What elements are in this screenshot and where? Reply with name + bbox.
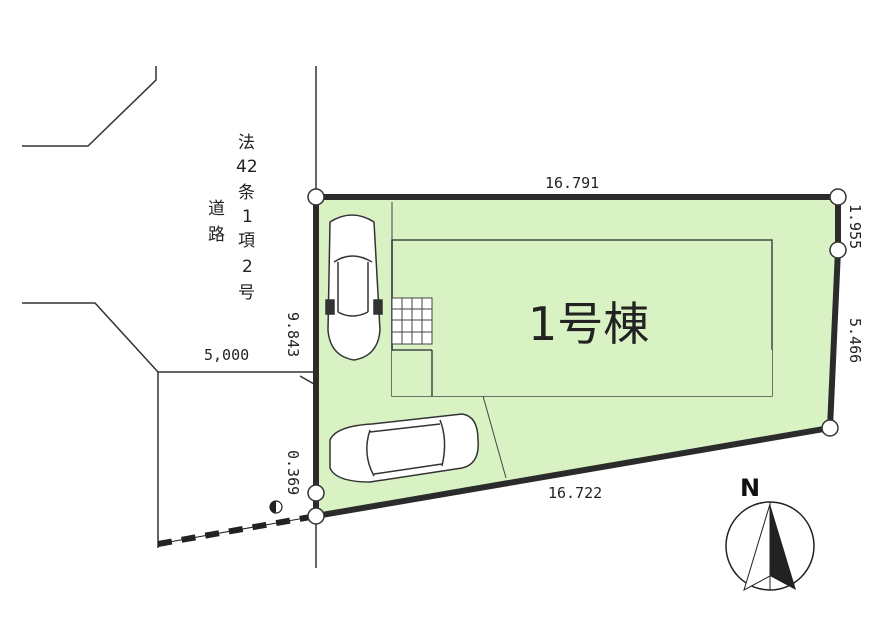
boundary-stake-icon — [269, 500, 283, 514]
corner-marker — [829, 188, 847, 206]
railway-line — [157, 513, 317, 547]
dim-left-corner: 0.369 — [284, 450, 302, 495]
road-lines — [22, 66, 317, 568]
inner-lines — [391, 202, 507, 479]
svg-text:項: 項 — [238, 231, 255, 251]
dim-bottom: 16.722 — [548, 484, 602, 502]
survey-points — [307, 188, 847, 525]
corner-marker — [821, 419, 839, 437]
dim-road-width: 5,000 — [204, 346, 249, 364]
corner-marker — [307, 188, 325, 206]
svg-text:路: 路 — [208, 225, 225, 245]
corner-marker — [307, 507, 325, 525]
building-label: 1号棟 — [528, 297, 649, 351]
svg-text:号: 号 — [238, 283, 255, 303]
svg-text:2: 2 — [242, 257, 253, 277]
dim-right-upper: 1.955 — [846, 204, 864, 249]
dim-left-road: 9.843 — [284, 312, 302, 357]
parking-car-1 — [325, 214, 383, 361]
north-arrow-icon: N — [725, 474, 815, 592]
corner-marker — [829, 241, 847, 259]
svg-text:条: 条 — [238, 183, 255, 203]
dim-top: 16.791 — [545, 174, 599, 192]
entrance-steps — [391, 297, 433, 345]
parking-car-2 — [329, 413, 479, 483]
svg-text:法: 法 — [238, 133, 255, 153]
road-label: 法 42 条 1 項 2 号 道 路 — [208, 133, 258, 303]
svg-text:1: 1 — [242, 207, 253, 227]
svg-text:N: N — [740, 474, 760, 502]
dim-right-lower: 5.466 — [846, 318, 864, 363]
svg-text:42: 42 — [236, 157, 258, 177]
corner-marker — [307, 484, 325, 502]
svg-text:道: 道 — [208, 199, 225, 219]
